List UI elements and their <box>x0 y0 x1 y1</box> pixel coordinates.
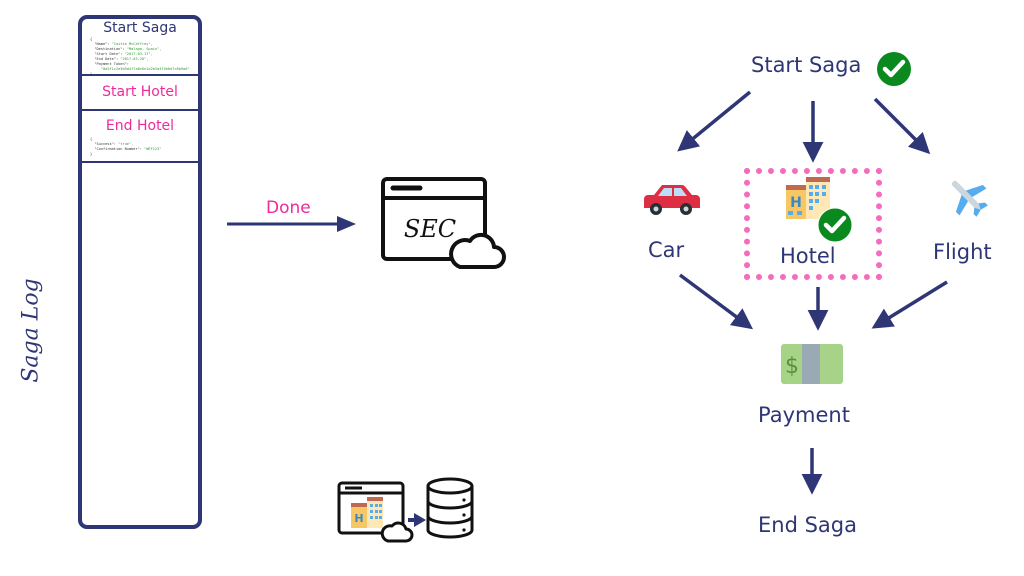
arrow-flight-to-payment <box>871 280 948 329</box>
svg-text:$: $ <box>785 354 799 379</box>
flow-step-flight: Flight <box>933 240 992 264</box>
hotel-check-icon <box>817 207 853 243</box>
svg-text:H: H <box>354 512 363 525</box>
arrow-car-to-payment <box>678 273 754 330</box>
log-entry-title: Start Saga <box>103 20 177 36</box>
done-label: Done <box>266 198 311 218</box>
json-line: } <box>90 72 93 76</box>
flow-start-saga: Start Saga <box>751 53 862 77</box>
flow-step-hotel: Hotel <box>780 244 836 268</box>
log-entry-json: { "Name": "Caitie McCaffrey", "Destinati… <box>82 37 198 77</box>
json-line: { <box>90 137 93 141</box>
sec-label: SEC <box>404 215 456 243</box>
airplane-icon <box>951 180 988 217</box>
json-line: "0a5f1c2e3b9d4f7a8c6e1d2b3a4f5e6d7c8b9a0… <box>100 67 190 71</box>
hotel-highlight-box <box>744 168 882 280</box>
json-line: "End Date": "2017-03-20", <box>90 57 149 61</box>
car-icon <box>644 185 700 215</box>
log-entry-end-hotel[interactable]: End Hotel { "Success": "true", "Confirma… <box>82 111 198 163</box>
arrow-start-to-car <box>677 90 752 152</box>
flow-end-saga: End Saga <box>758 513 857 537</box>
json-line: "Payment Token": <box>90 62 129 66</box>
json-line: "Destination": "Malaga, Spain", <box>90 47 162 51</box>
hotel-service-database-icon: H <box>337 477 474 543</box>
start-saga-check-icon <box>877 52 911 86</box>
json-line: "Name": "Caitie McCaffrey", <box>90 42 153 46</box>
saga-log: Start Saga { "Name": "Caitie McCaffrey",… <box>78 15 202 529</box>
json-line: { <box>90 37 93 41</box>
done-arrow <box>227 216 356 232</box>
flow-payment: Payment <box>758 403 850 427</box>
money-icon: $ <box>781 344 843 384</box>
json-line: "Confirmation Number": "WEF123" <box>90 147 162 151</box>
svg-text:H: H <box>790 195 802 211</box>
sec-browser-cloud-icon: SEC <box>381 177 506 269</box>
json-line: } <box>90 152 93 156</box>
json-line: "Success": "true", <box>90 142 134 146</box>
log-entry-json: { "Success": "true", "Confirmation Numbe… <box>82 135 198 157</box>
arrow-start-to-flight <box>873 97 931 155</box>
log-entry-start-saga[interactable]: Start Saga { "Name": "Caitie McCaffrey",… <box>82 19 198 76</box>
log-entry-title: Start Hotel <box>102 84 178 100</box>
log-entry-title: End Hotel <box>105 118 175 134</box>
saga-log-label: Saga Log <box>18 278 44 383</box>
json-line: "Start Date": "2017-03-17", <box>90 52 153 56</box>
flow-step-car: Car <box>648 238 685 262</box>
log-entry-start-hotel[interactable]: Start Hotel <box>82 76 198 111</box>
